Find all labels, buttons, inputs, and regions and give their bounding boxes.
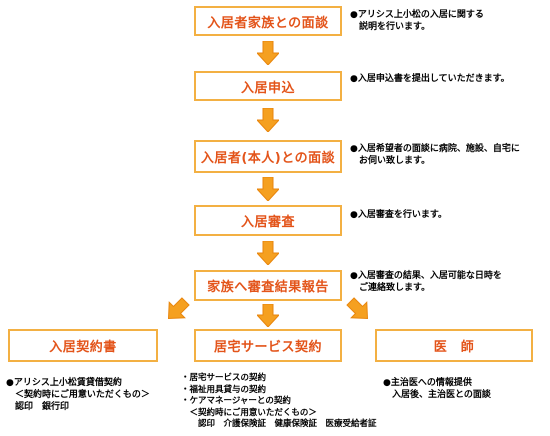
step-box-resident-interview: 入居者(本人)との面談 [194,140,342,173]
step-label: 家族へ審査結果報告 [207,280,329,295]
branch-note-contract: ●アリシス上小松賃貸借契約 ＜契約時にご用意いただくもの＞ 認印 銀行印 [6,378,150,412]
step-label: 入居者家族との面談 [207,15,329,31]
down-arrow-icon [257,304,279,327]
step-label: 入居審査 [240,215,295,230]
down-arrow-icon [257,177,279,201]
down-arrow-icon [257,41,279,65]
step-label: 入居申込 [240,80,295,96]
step-box-screening: 入居審査 [194,205,342,236]
down-right-arrow-icon [346,297,369,320]
branch-box-contract: 入居契約書 [8,329,158,362]
step-note-5: ●入居審査の結果、入居可能な日時を ご連絡致します。 [350,271,502,293]
branch-box-home-service: 居宅サービス契約 [194,329,342,362]
step-note-4: ●入居審査を行います。 [350,210,447,220]
branch-label: 居宅サービス契約 [213,340,322,355]
step-box-result-report: 家族へ審査結果報告 [194,270,342,301]
step-note-2: ●入居申込書を提出していただきます。 [350,74,510,84]
branch-label: 医 師 [433,340,475,355]
step-box-family-interview: 入居者家族との面談 [194,6,342,36]
branch-note-home-service: ・居宅サービスの契約 ・福祉用具貸与の契約 ・ケアマネージャーとの契約 ＜契約時… [181,373,377,429]
step-note-1: ●アリシス上小松の入居に関する 説明を行います。 [350,10,484,32]
branch-label: 入居契約書 [49,340,117,355]
down-left-arrow-icon [167,297,190,320]
branch-note-doctor: ●主治医への情報提供 入居後、主治医との面談 [383,378,491,400]
branch-box-doctor: 医 師 [375,329,533,362]
step-note-3: ●入居希望者の面談に病院、施設、自宅に お伺い致します。 [350,144,520,166]
down-arrow-icon [257,241,279,265]
down-arrow-icon [257,108,279,132]
step-label: 入居者(本人)との面談 [200,151,336,166]
step-box-application: 入居申込 [194,71,342,101]
